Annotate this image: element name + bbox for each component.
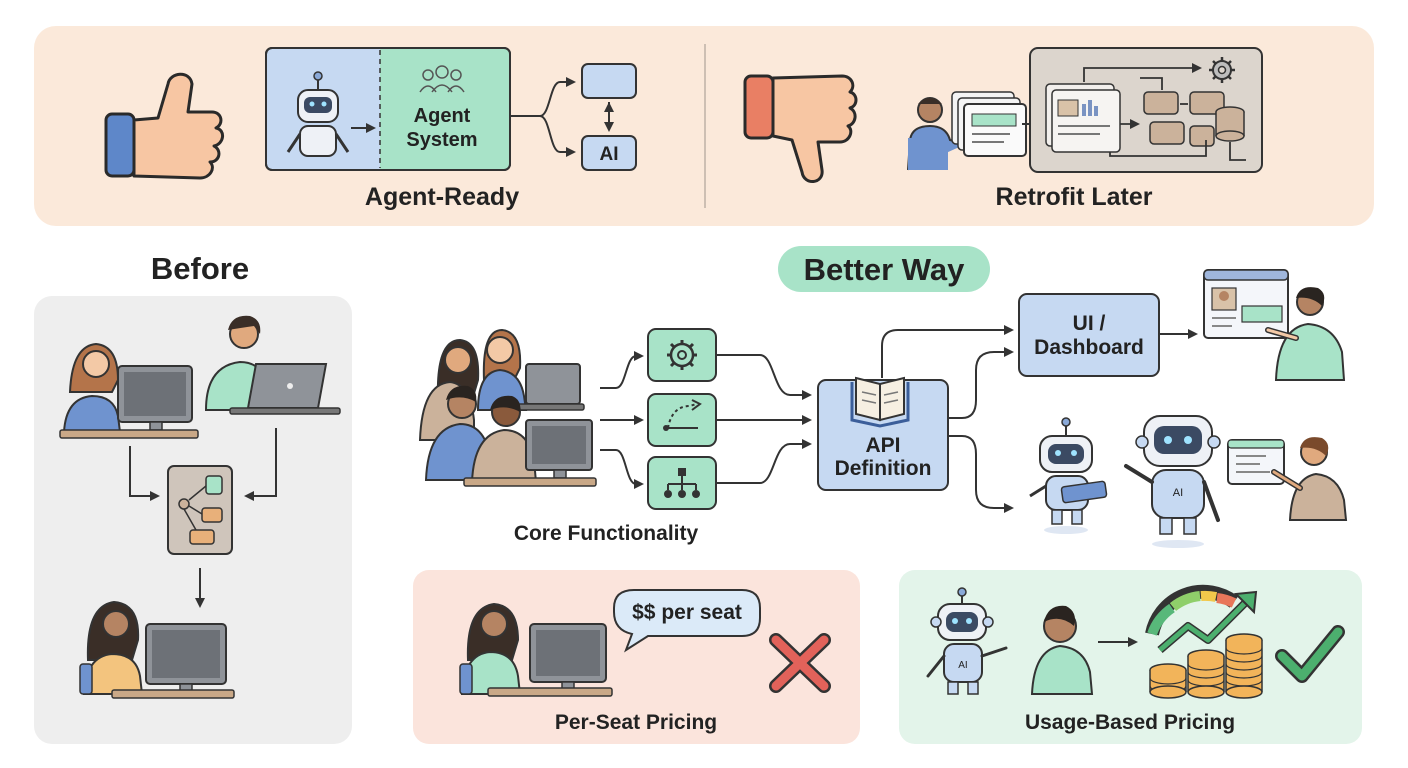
team-at-computers-icon	[418, 328, 597, 487]
person-with-laptop-icon	[204, 315, 341, 415]
workflow-doc-icon	[167, 465, 233, 555]
robot-icon	[926, 587, 1008, 695]
agent-ready-label: Agent-Ready	[365, 183, 519, 211]
robot-badge: AI	[1173, 487, 1183, 499]
arrow	[600, 351, 644, 389]
per-seat-label: Per-Seat Pricing	[555, 711, 717, 734]
ai-box-label: AI	[600, 144, 619, 165]
robot-icon	[1029, 417, 1108, 534]
person-icon	[1030, 605, 1094, 695]
person-icon	[907, 97, 967, 171]
person-pointing-icon	[1271, 437, 1348, 521]
screens-stack	[951, 91, 1027, 157]
gear-icon	[1209, 57, 1235, 83]
cross-icon	[769, 633, 831, 693]
ai-box	[581, 135, 637, 171]
arrow	[129, 446, 160, 501]
hierarchy-icon	[664, 468, 700, 498]
thumbs-down-icon	[743, 74, 858, 183]
arrow	[948, 347, 1014, 419]
checkmark-icon	[1275, 625, 1345, 683]
before-title: Before	[151, 251, 249, 286]
arrow	[600, 449, 644, 489]
legacy-system-box	[1029, 47, 1263, 173]
arrow	[539, 115, 576, 157]
agent-system-title-line2: System	[406, 129, 477, 151]
gear-icon	[667, 340, 697, 370]
speech-bubble	[613, 589, 761, 653]
flow-icon	[663, 399, 702, 431]
robot-icon	[1124, 415, 1221, 548]
person-at-desk-icon	[79, 600, 235, 699]
robot-badge: AI	[958, 660, 967, 671]
code-screen-icon	[1227, 439, 1285, 485]
dashboard-screen-icon	[1203, 269, 1289, 339]
team-icon	[419, 65, 465, 93]
better-way-title: Better Way	[804, 252, 966, 287]
arrow	[716, 354, 812, 400]
person-pointing-icon	[1265, 287, 1346, 381]
core-functionality-label: Core Functionality	[514, 522, 699, 545]
api-label-line1: API	[865, 434, 900, 457]
per-seat-bubble-text: $$ per seat	[632, 601, 742, 624]
agent-system-title-line1: Agent	[414, 105, 471, 127]
usage-based-label: Usage-Based Pricing	[1025, 711, 1235, 734]
usage-panel	[899, 570, 1362, 744]
settings-module	[647, 328, 717, 382]
arrow	[716, 439, 812, 484]
ui-dashboard-box	[1018, 293, 1160, 377]
growth-chart-icon	[1145, 584, 1258, 654]
better-way-pill	[778, 246, 990, 292]
coin-stacks-icon	[1149, 633, 1263, 699]
api-label-line2: Definition	[835, 457, 932, 480]
person-at-desk-icon	[459, 602, 613, 697]
ui-label-line1: UI /	[1073, 312, 1106, 335]
robot-icon	[286, 71, 350, 157]
service-box	[581, 63, 637, 99]
open-book-icon	[850, 376, 910, 428]
arrow	[948, 435, 1014, 513]
ui-label-line2: Dashboard	[1034, 336, 1144, 359]
person-at-desk-icon	[59, 342, 199, 439]
thumbs-up-icon	[104, 72, 224, 180]
process-module	[647, 393, 717, 447]
retrofit-later-label: Retrofit Later	[996, 183, 1153, 211]
arrow	[881, 325, 1014, 378]
arrow	[244, 428, 277, 501]
